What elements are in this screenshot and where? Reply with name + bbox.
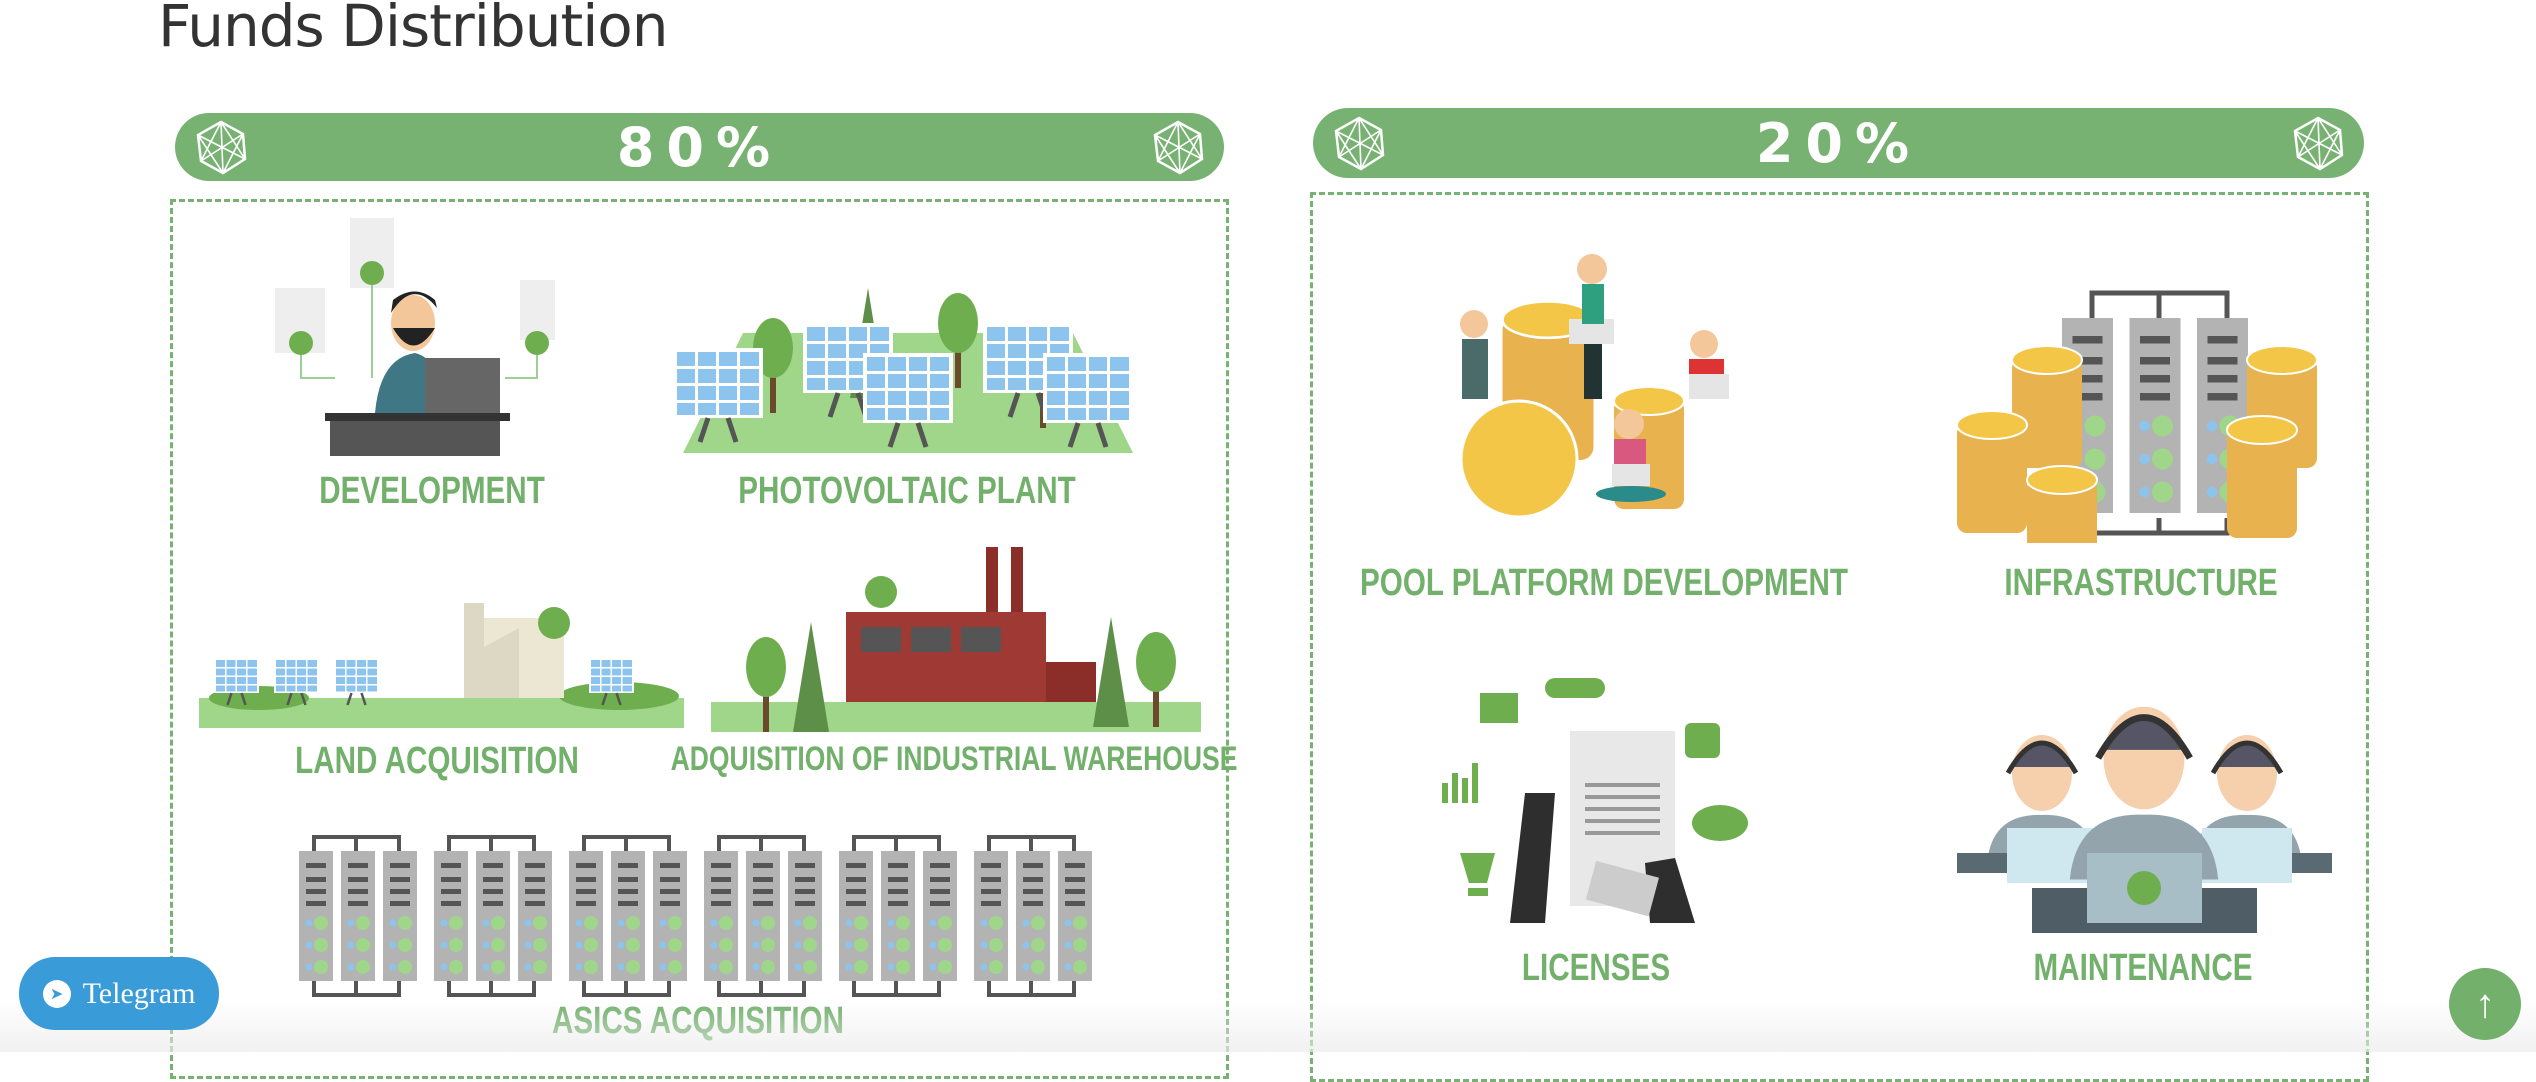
telegram-label: Telegram <box>82 976 196 1010</box>
arrow-up-icon: ↑ <box>2475 981 2495 1026</box>
item-label-licenses: LICENSES <box>1521 947 1671 989</box>
industrial-warehouse-illustration <box>711 547 1201 732</box>
item-label-photovoltaic-plant: PHOTOVOLTAIC PLANT <box>738 470 1076 512</box>
asics-illustration <box>299 833 1109 1003</box>
crypto-logo-icon <box>2293 116 2344 171</box>
percent-label: 20% <box>1755 111 1922 175</box>
photovoltaic-plant-illustration <box>623 288 1193 453</box>
infrastructure-illustration <box>1957 290 2318 543</box>
maintenance-illustration <box>1957 703 2332 933</box>
item-label-infrastructure: INFRASTRUCTURE <box>2004 562 2278 604</box>
pool-platform-illustration <box>1459 254 1729 519</box>
licenses-illustration <box>1442 678 1748 923</box>
item-label-industrial-warehouse: ADQUISITION OF INDUSTRIAL WAREHOUSE <box>670 740 1238 778</box>
percent-banner-80: 80% <box>175 113 1224 181</box>
development-illustration <box>275 218 555 456</box>
crypto-logo-icon <box>1334 116 1385 171</box>
crypto-logo-icon <box>196 120 247 175</box>
paper-plane-icon: ➤ <box>42 979 71 1008</box>
crypto-logo-icon <box>1153 120 1204 175</box>
page-title: Funds Distribution <box>158 0 669 60</box>
scroll-to-top-button[interactable]: ↑ <box>2449 968 2521 1040</box>
item-label-asics-acquisition: ASICS ACQUISITION <box>551 1000 845 1042</box>
percent-banner-20: 20% <box>1313 108 2364 178</box>
item-label-maintenance: MAINTENANCE <box>2033 947 2253 989</box>
item-label-pool-platform-development: POOL PLATFORM DEVELOPMENT <box>1360 562 1848 604</box>
telegram-button[interactable]: ➤ Telegram <box>19 957 219 1030</box>
item-label-land-acquisition: LAND ACQUISITION <box>295 740 579 782</box>
item-label-development: DEVELOPMENT <box>319 470 545 512</box>
land-acquisition-illustration <box>199 603 684 728</box>
percent-label: 80% <box>616 115 783 179</box>
